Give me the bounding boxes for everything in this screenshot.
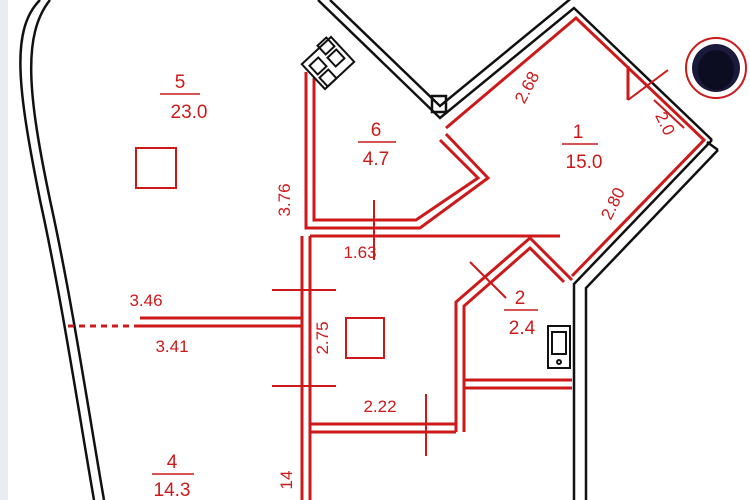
door-marks [272,69,685,456]
room-5-marker [135,147,177,189]
hall-marker [345,317,385,359]
room-6-area: 4.7 [363,149,389,170]
dimension-2-75: 2.75 [313,321,332,354]
room-5-area: 23.0 [171,102,208,123]
dimension-2-22: 2.22 [363,397,396,416]
room-2-area: 2.4 [509,318,536,339]
interior-walls [68,15,707,500]
dimension-14: 14 [277,471,296,490]
room-1-area: 15.0 [566,152,603,173]
room-4-number: 4 [167,452,178,473]
dimension-1-63: 1.63 [343,243,376,262]
stove-icon [300,35,356,91]
stamp-icon [685,37,747,99]
sink-icon [547,325,571,369]
dimension-3-46: 3.46 [129,291,162,310]
outer-boundary [19,0,106,500]
room-2-number: 2 [515,288,526,309]
room-4-area: 14.3 [154,480,191,500]
exterior-walls [317,0,719,500]
paper-background [8,0,750,500]
room-6-number: 6 [371,120,382,141]
dimension-3-76: 3.76 [275,183,294,216]
dimension-3-41: 3.41 [155,337,188,356]
room-1-number: 1 [573,122,584,143]
room-5-number: 5 [175,72,186,93]
